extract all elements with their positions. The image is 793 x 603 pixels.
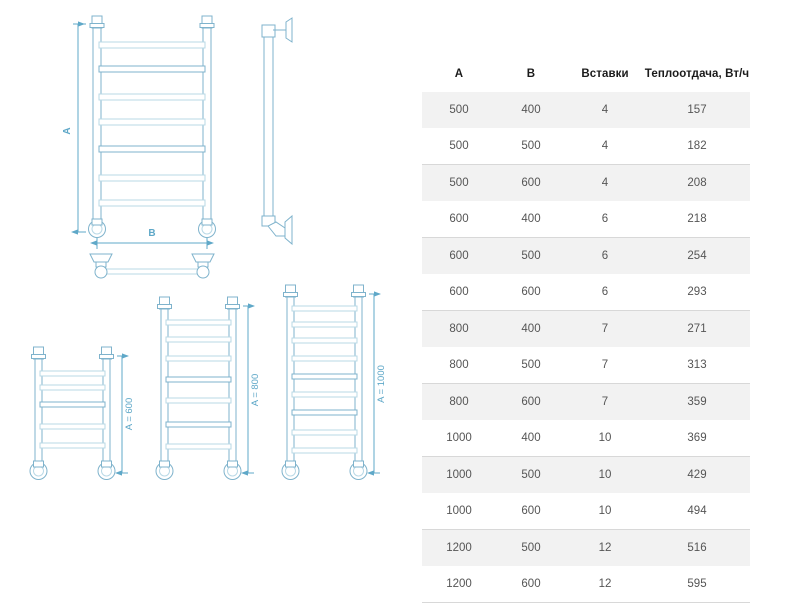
bottom-plan-view [89,253,215,279]
cell-a: 500 [422,164,496,201]
cell-inserts: 6 [566,274,644,311]
cell-a: 1000 [422,456,496,493]
header-heat: Теплоотдача, Вт/ч [644,62,750,92]
variant-label-600: A = 600 [124,398,135,431]
cell-heat: 494 [644,493,750,530]
cell-inserts: 10 [566,420,644,457]
cell-heat: 208 [644,164,750,201]
main-front-view [88,15,216,238]
cell-a: 800 [422,347,496,384]
cell-inserts: 7 [566,310,644,347]
header-a: A [422,62,496,92]
dimension-b-main: B [90,228,214,249]
cell-heat: 313 [644,347,750,384]
cell-heat: 271 [644,310,750,347]
cell-inserts: 4 [566,164,644,201]
cell-a: 600 [422,201,496,238]
cell-inserts: 10 [566,456,644,493]
cell-a: 1000 [422,493,496,530]
variant-label-1000: A = 1000 [376,365,387,403]
variant-600: A = 600 [29,346,135,480]
header-inserts: Вставки [566,62,644,92]
cell-a: 600 [422,237,496,274]
cell-b: 500 [496,128,566,165]
rungs [98,41,206,207]
header-row: A B Вставки Теплоотдача, Вт/ч [422,62,750,92]
cell-heat: 516 [644,529,750,566]
cell-inserts: 7 [566,347,644,384]
cell-inserts: 10 [566,493,644,530]
cell-heat: 429 [644,456,750,493]
cell-a: 600 [422,274,496,311]
cell-inserts: 7 [566,383,644,420]
cell-b: 600 [496,493,566,530]
dimension-label-b: B [148,228,155,239]
cell-b: 500 [496,456,566,493]
cell-b: 600 [496,566,566,603]
side-view [261,17,293,246]
cell-a: 500 [422,128,496,165]
cell-inserts: 12 [566,529,644,566]
cell-a: 1200 [422,566,496,603]
cell-heat: 157 [644,92,750,128]
variant-800: A = 800 [155,296,261,480]
cell-b: 400 [496,92,566,128]
cell-inserts: 4 [566,128,644,165]
variant-label-800: A = 800 [250,374,261,407]
towel-rail-drawings: A B [29,15,387,480]
technical-spec-page: A B [0,0,750,603]
dimension-label-a: A [62,127,73,134]
cell-a: 800 [422,383,496,420]
cell-a: 1000 [422,420,496,457]
cell-heat: 293 [644,274,750,311]
cell-b: 400 [496,420,566,457]
cell-heat: 369 [644,420,750,457]
cell-b: 500 [496,347,566,384]
cell-b: 600 [496,383,566,420]
cell-a: 800 [422,310,496,347]
cell-b: 400 [496,310,566,347]
cell-heat: 182 [644,128,750,165]
cell-heat: 218 [644,201,750,238]
variant-1000: A = 1000 [281,284,387,480]
cell-b: 600 [496,274,566,311]
cell-inserts: 4 [566,92,644,128]
cell-b: 600 [496,164,566,201]
cell-b: 500 [496,237,566,274]
drawing-area: A B [0,0,410,500]
cell-b: 500 [496,529,566,566]
cell-inserts: 6 [566,237,644,274]
spec-table-head: A B Вставки Теплоотдача, Вт/ч [422,62,750,92]
dimension-a-main: A [62,21,86,235]
cell-inserts: 12 [566,566,644,603]
cell-heat: 595 [644,566,750,603]
cell-a: 500 [422,92,496,128]
cell-heat: 359 [644,383,750,420]
cell-heat: 254 [644,237,750,274]
header-b: B [496,62,566,92]
cell-a: 1200 [422,529,496,566]
cell-inserts: 6 [566,201,644,238]
cell-b: 400 [496,201,566,238]
